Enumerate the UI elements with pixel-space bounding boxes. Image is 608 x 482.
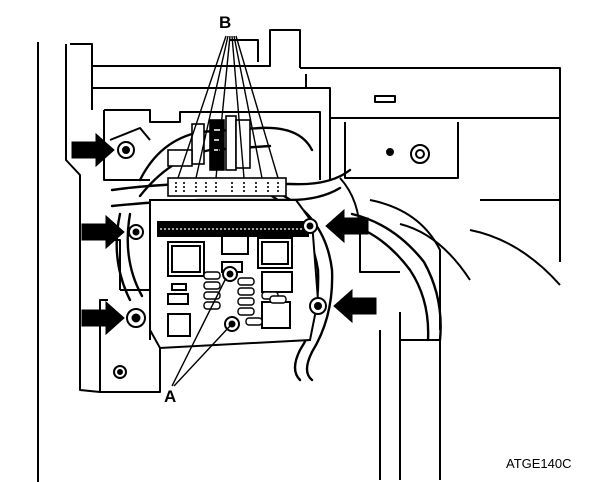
bolt-icon xyxy=(222,266,238,282)
bolt-icon xyxy=(410,144,430,164)
figure-code: ATGE140C xyxy=(506,456,572,471)
bolt-icon xyxy=(309,297,327,315)
arrow-icon xyxy=(325,208,369,244)
bolt-icons xyxy=(113,141,430,379)
callout-a: A xyxy=(164,387,176,406)
arrow-icon xyxy=(333,288,377,324)
bolt-icon xyxy=(386,148,394,156)
bolt-icon xyxy=(302,218,318,234)
vehicle-frame xyxy=(37,29,561,482)
leader-lines xyxy=(171,35,279,387)
pointer-arrows xyxy=(71,132,377,336)
connector-plugs xyxy=(167,115,251,171)
arrow-icon xyxy=(81,214,125,250)
bolt-icon xyxy=(128,224,144,240)
bolt-icon xyxy=(113,365,127,379)
bolt-icon xyxy=(117,141,135,159)
connector-header-row xyxy=(167,177,287,197)
arrow-icon xyxy=(71,132,115,168)
callout-b: B xyxy=(219,13,231,32)
bolt-icon xyxy=(126,308,146,328)
arrow-icon xyxy=(81,300,125,336)
